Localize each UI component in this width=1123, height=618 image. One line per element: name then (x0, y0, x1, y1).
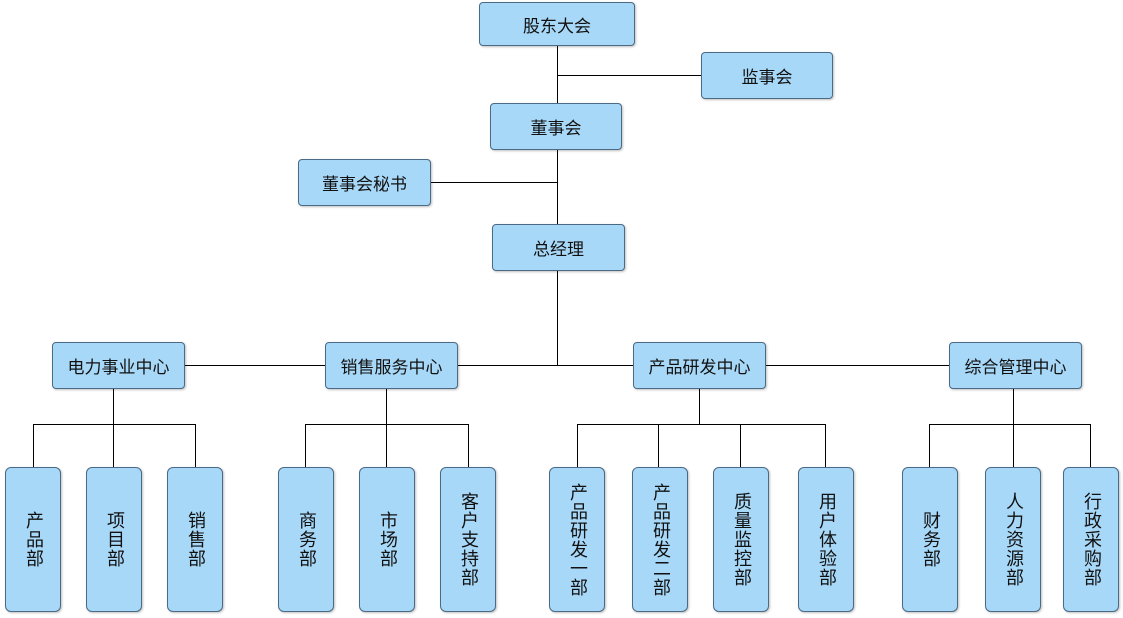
connector (577, 424, 826, 425)
connector (113, 424, 114, 467)
connector (468, 424, 469, 467)
dept-node[interactable]: 财务部 (902, 467, 958, 612)
connector (195, 424, 196, 467)
dept-node[interactable]: 客户支持部 (440, 467, 496, 612)
connector (1090, 424, 1091, 467)
dept-label: 产品研发一部 (567, 482, 588, 597)
dept-label: 产品研发二部 (650, 482, 671, 597)
dept-node[interactable]: 质量监控部 (713, 467, 769, 612)
dept-node[interactable]: 产品部 (5, 467, 61, 612)
dept-node[interactable]: 市场部 (359, 467, 415, 612)
shareholders-node[interactable]: 股东大会 (479, 2, 635, 46)
connector (825, 424, 826, 467)
connector (1013, 389, 1014, 424)
connector (699, 389, 700, 424)
connector (33, 424, 196, 425)
dept-node[interactable]: 人力资源部 (985, 467, 1041, 612)
board-node[interactable]: 董事会 (490, 103, 622, 150)
connector (305, 424, 306, 467)
connector (184, 365, 950, 366)
connector (113, 389, 114, 424)
connector (386, 389, 387, 424)
dept-label: 商务部 (296, 511, 317, 568)
board-secretary-node[interactable]: 董事会秘书 (298, 159, 431, 206)
center-node[interactable]: 综合管理中心 (949, 342, 1082, 389)
dept-node[interactable]: 商务部 (278, 467, 334, 612)
center-node[interactable]: 电力事业中心 (52, 342, 185, 389)
dept-node[interactable]: 用户体验部 (798, 467, 854, 612)
dept-label: 项目部 (104, 511, 125, 568)
center-node[interactable]: 销售服务中心 (325, 342, 458, 389)
connector (658, 424, 659, 467)
dept-node[interactable]: 产品研发一部 (549, 467, 605, 612)
gm-node[interactable]: 总经理 (492, 224, 625, 271)
connector (430, 182, 557, 183)
supervisory-node[interactable]: 监事会 (701, 52, 833, 99)
dept-label: 用户体验部 (816, 492, 837, 587)
connector (557, 75, 702, 76)
dept-label: 财务部 (920, 511, 941, 568)
connector (1013, 424, 1014, 467)
connector (305, 424, 469, 425)
connector (740, 424, 741, 467)
connector (929, 424, 1091, 425)
connector (577, 424, 578, 467)
connector (929, 424, 930, 467)
dept-label: 人力资源部 (1003, 492, 1024, 587)
dept-node[interactable]: 销售部 (167, 467, 223, 612)
dept-label: 客户支持部 (458, 492, 479, 587)
connector (557, 45, 558, 365)
dept-label: 行政采购部 (1081, 492, 1102, 587)
dept-label: 产品部 (23, 511, 44, 568)
center-node[interactable]: 产品研发中心 (633, 342, 766, 389)
connector (33, 424, 34, 467)
dept-label: 市场部 (377, 511, 398, 568)
connector (386, 424, 387, 467)
dept-label: 销售部 (185, 511, 206, 568)
dept-node[interactable]: 产品研发二部 (632, 467, 688, 612)
dept-node[interactable]: 项目部 (86, 467, 142, 612)
dept-node[interactable]: 行政采购部 (1063, 467, 1119, 612)
dept-label: 质量监控部 (731, 492, 752, 587)
